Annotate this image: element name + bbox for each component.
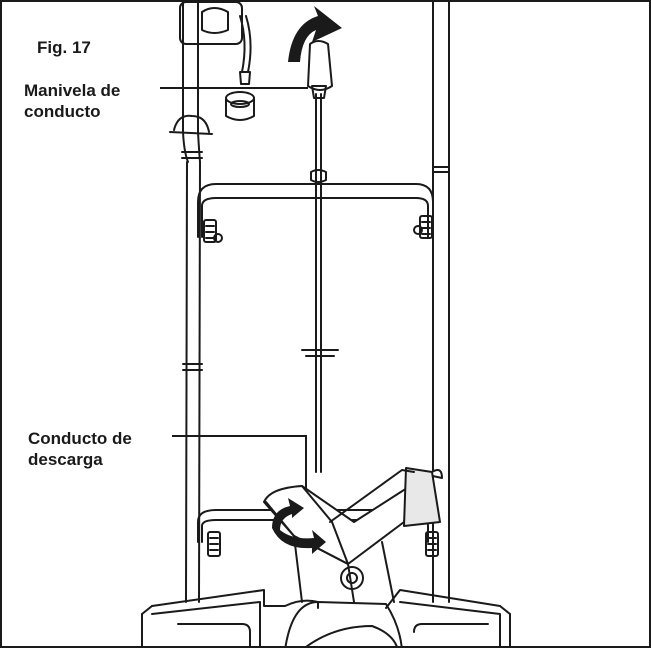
cord-connector-plug xyxy=(225,91,255,121)
figure-title: Fig. 17 xyxy=(37,37,91,58)
right-upper-knob xyxy=(413,215,433,239)
left-handle-rail xyxy=(182,2,203,603)
cord-hook xyxy=(169,114,213,159)
callout-lines xyxy=(160,87,308,490)
label-chute-handle: Manivela de conducto xyxy=(24,80,121,122)
switch-box xyxy=(179,2,252,85)
chute-control-rod xyxy=(301,93,339,473)
chute-collar xyxy=(340,566,364,590)
chute-handle xyxy=(307,40,333,99)
label-discharge-chute: Conducto de descarga xyxy=(28,428,132,470)
main-housing xyxy=(141,589,511,646)
left-lower-knob xyxy=(207,531,221,557)
right-lower-knob xyxy=(425,531,439,557)
left-upper-knob xyxy=(203,219,223,243)
leader-discharge-chute xyxy=(172,435,307,490)
handle-rotation-arrow xyxy=(288,6,342,62)
chute-rotation-arrow xyxy=(272,498,326,554)
